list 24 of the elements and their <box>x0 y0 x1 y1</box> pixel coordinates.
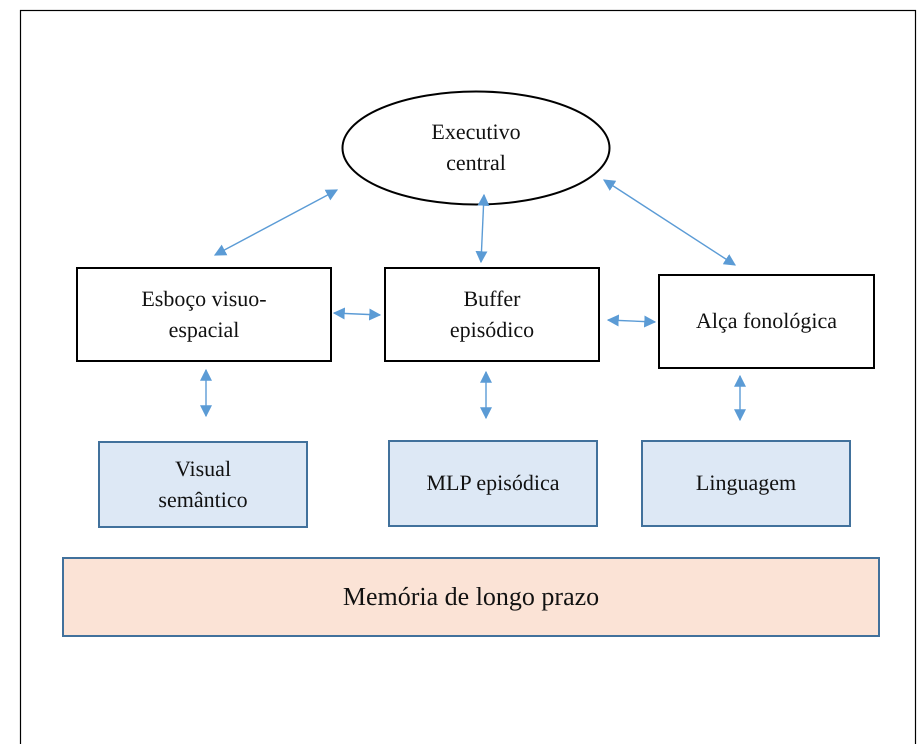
node-label: Visual semântico <box>157 454 249 514</box>
double-arrow <box>734 374 746 422</box>
double-arrow <box>200 368 212 418</box>
component-box <box>658 274 875 369</box>
memory-box <box>641 440 851 527</box>
component-box <box>384 267 600 362</box>
node-label: MLP episódica <box>426 469 560 498</box>
double-arrow <box>214 189 338 256</box>
process-ellipse <box>341 90 611 206</box>
node-label: Linguagem <box>694 469 798 498</box>
component-box <box>76 267 332 362</box>
double-arrow <box>603 179 736 266</box>
node-label: Esboço visuo-espacial <box>140 284 268 344</box>
double-arrow <box>480 370 492 420</box>
node-label: Memória de longo prazo <box>342 580 600 613</box>
memory-box <box>388 440 598 527</box>
node-label: Alça fonológica <box>694 307 838 336</box>
double-arrow <box>606 314 656 328</box>
node-label: Executivo central <box>430 118 522 177</box>
double-arrow <box>332 307 382 321</box>
memory-band <box>62 557 880 637</box>
node-label: Buffer episódico <box>448 284 536 344</box>
memory-box <box>98 441 308 528</box>
double-arrow <box>476 194 490 264</box>
